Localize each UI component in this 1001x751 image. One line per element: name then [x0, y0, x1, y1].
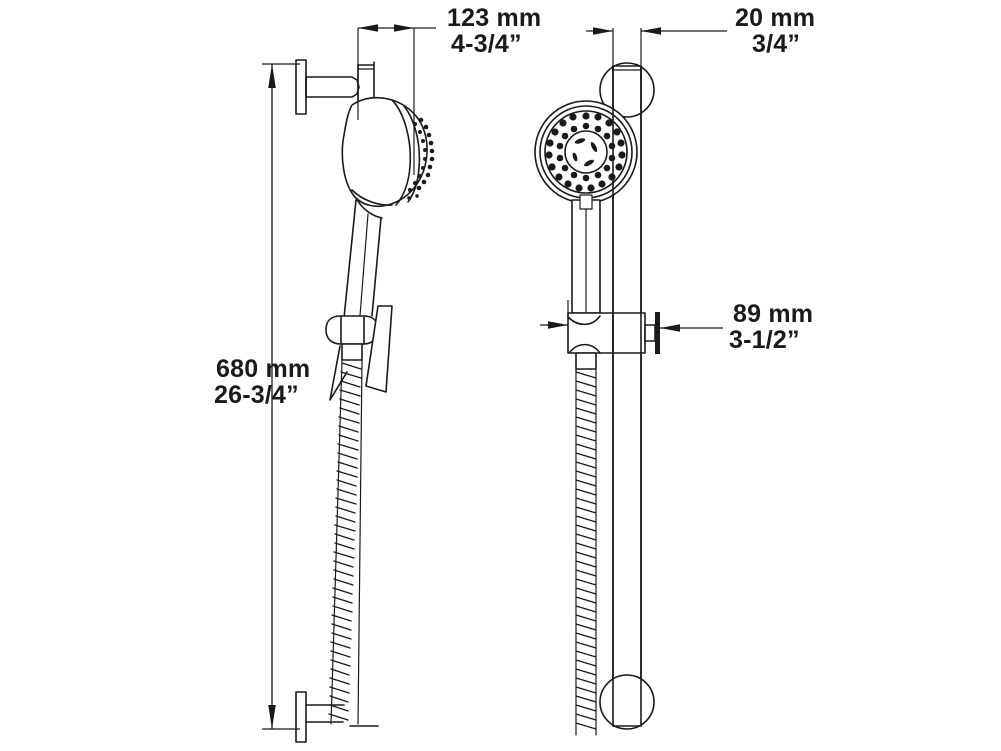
flexible-hose-front — [575, 368, 597, 736]
dim-label-89-imperial: 3-1/2” — [729, 326, 800, 354]
arrow-123-left — [358, 24, 378, 32]
hose-nut-front — [575, 352, 597, 370]
wall-plate-bottom — [295, 691, 307, 743]
holder-ring-left — [325, 315, 342, 345]
arrow-89-right — [660, 324, 680, 332]
hose-outline-right — [357, 359, 363, 725]
face-center-disc — [564, 130, 608, 174]
holder-body — [340, 315, 365, 345]
bracket-cradle-bottom — [569, 343, 601, 354]
dimension-width-projection: 123 mm 4-3/4” — [357, 4, 541, 175]
dim-label-20-imperial: 3/4” — [752, 30, 800, 58]
head-face-band-1 — [391, 99, 412, 206]
bracket-cradle-top — [567, 315, 601, 326]
handle-left-edge — [343, 199, 357, 319]
dim-label-20-metric: 20 mm — [735, 4, 815, 32]
arrow-680-bottom — [268, 705, 276, 729]
hose-connector-side — [341, 343, 363, 361]
dimension-bar-diameter: 20 mm 3/4” — [586, 4, 815, 80]
clamp-knob-plate — [655, 312, 660, 354]
dimension-bracket-projection: 89 mm 3-1/2” — [540, 300, 813, 354]
hose-nut-side — [341, 343, 363, 361]
bracket-clamp-body — [612, 312, 646, 354]
head-face-band-2 — [403, 105, 421, 203]
dim-label-123-metric: 123 mm — [447, 4, 541, 32]
bottom-mount-disc — [599, 674, 655, 730]
holder-wedge-plate — [365, 305, 393, 393]
hose-outline-left — [330, 359, 343, 725]
head-bottom-lip — [351, 189, 393, 206]
face-inner-ring — [544, 110, 628, 194]
arrow-20-left — [593, 27, 613, 35]
dim-label-680-imperial: 26-3/4” — [214, 381, 299, 409]
handshower-head-side — [341, 97, 435, 219]
arrow-123-right — [394, 24, 414, 32]
dimension-overall-height: 680 mm 26-3/4” — [214, 63, 310, 730]
nozzle-edge-speckle — [407, 117, 435, 200]
handshower-handle-side — [343, 199, 382, 319]
handle-right-edge — [371, 217, 382, 317]
front-view — [534, 62, 660, 736]
arrow-89-left — [548, 321, 568, 329]
head-bottom-edge — [355, 197, 383, 219]
wall-bracket-bottom — [295, 691, 379, 743]
slide-bar-bottom-mount — [599, 65, 655, 730]
handshower-handle-front — [571, 194, 601, 314]
clamp-stem — [644, 324, 656, 342]
handle-center-crease — [359, 213, 369, 317]
handle-stem-front — [579, 194, 593, 210]
hose-coil-windings — [328, 362, 362, 721]
spray-nozzles-outer — [545, 112, 626, 192]
side-view — [295, 59, 435, 743]
arrow-20-right — [641, 27, 661, 35]
spray-nozzles-inner — [556, 122, 616, 182]
wall-plate-top — [295, 59, 307, 115]
flexible-hose-side — [328, 359, 363, 725]
hose-front-coil-windings — [575, 371, 597, 730]
dim-label-89-metric: 89 mm — [733, 300, 813, 328]
dim-label-123-imperial: 4-3/4” — [451, 30, 522, 58]
showerhead-face-front — [534, 100, 638, 204]
center-jets — [572, 138, 598, 167]
dim-label-680-metric: 680 mm — [216, 355, 310, 383]
hose-connector-bracket-front — [567, 312, 660, 370]
arrow-680-top — [268, 64, 276, 88]
